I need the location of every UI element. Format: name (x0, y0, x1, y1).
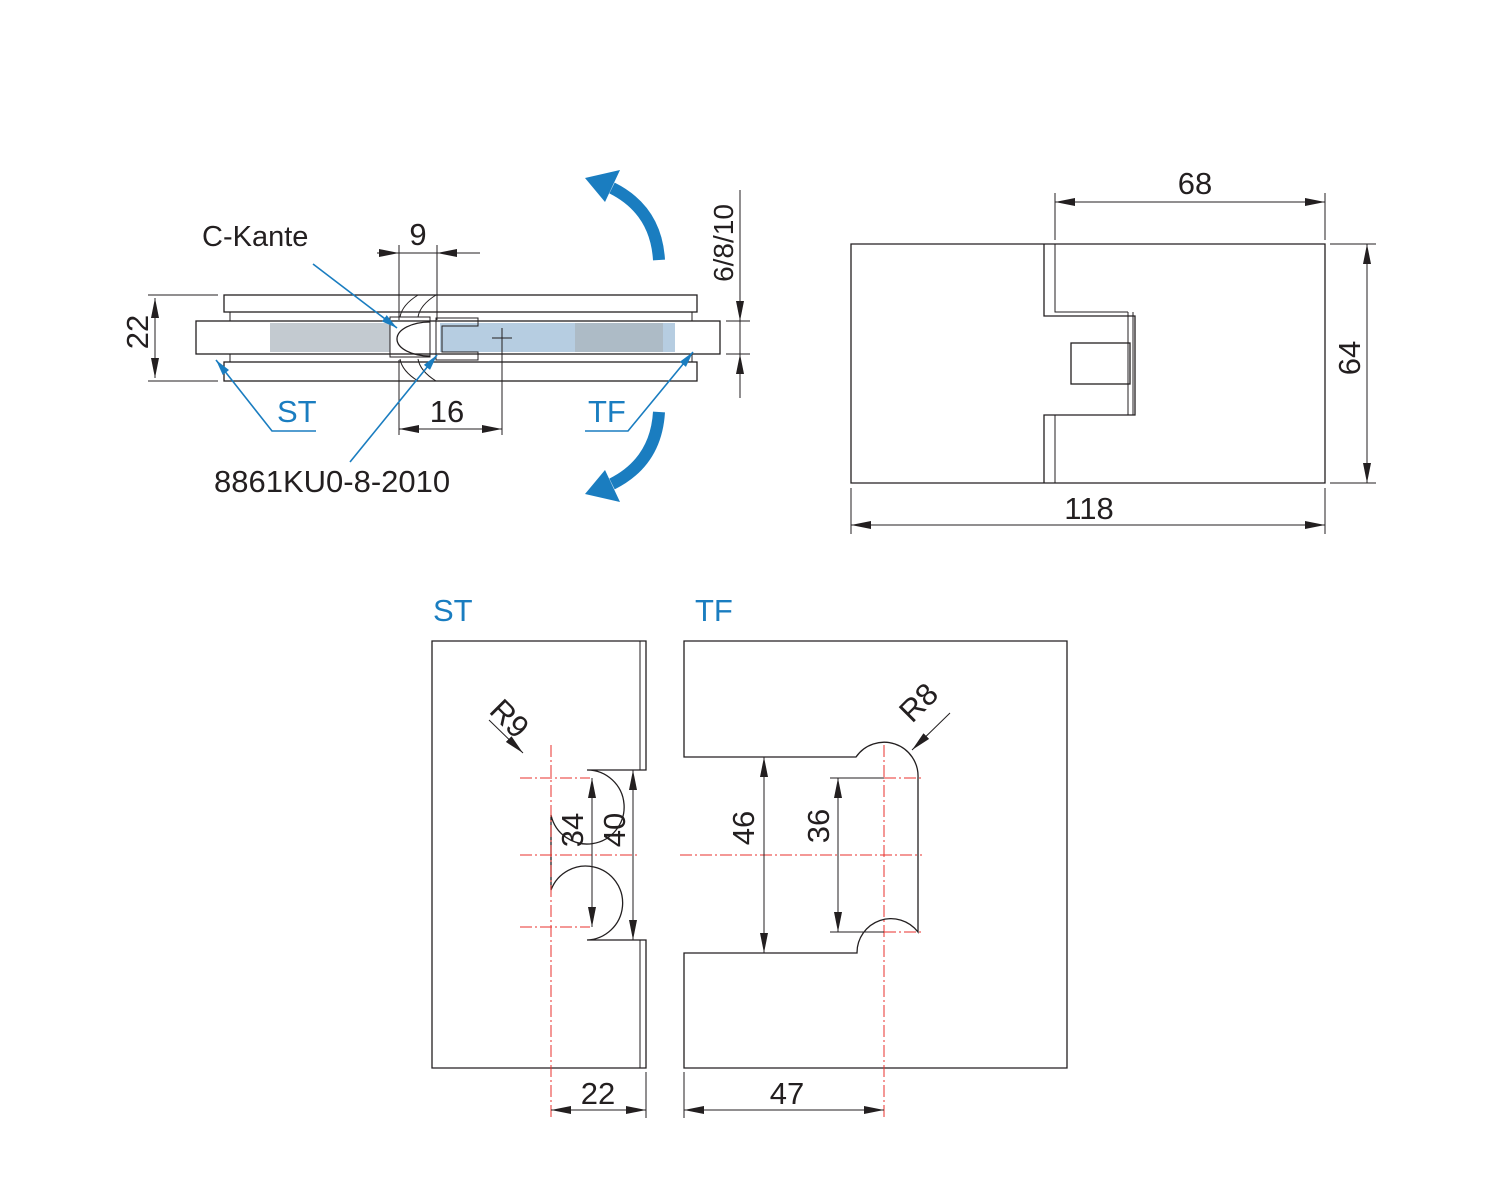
label-tf: TF (588, 394, 626, 429)
radius-r9: R9 (483, 692, 536, 745)
dim-47: 47 (770, 1076, 804, 1111)
st-plate (431, 640, 647, 1069)
dim-46: 46 (726, 811, 761, 845)
dim-22: 22 (120, 315, 155, 349)
rotate-up-arrow-icon (609, 182, 665, 261)
dim-118: 118 (1064, 491, 1113, 526)
dim-36: 36 (801, 809, 836, 843)
dim-9: 9 (409, 217, 426, 252)
tf-cutout: TF 46 36 R8 47 (680, 593, 1068, 1118)
rotate-down-arrow-icon (609, 411, 665, 490)
seal-profile (396, 321, 431, 357)
dim-40: 40 (597, 813, 632, 847)
dim-68: 68 (1178, 166, 1212, 201)
dim-glass-thickness: 6/8/10 (708, 204, 739, 282)
tf-plate (683, 640, 1068, 1069)
radius-r8: R8 (892, 676, 945, 729)
dim-64: 64 (1332, 341, 1367, 375)
part-number: 8861KU0-8-2010 (214, 464, 450, 499)
dim-22-st: 22 (581, 1076, 615, 1111)
side-view: 9 22 16 6/8/10 C-Kante 8861KU0-8-2010 ST… (120, 170, 750, 502)
glass-panel (195, 320, 721, 355)
dim-34: 34 (555, 813, 590, 847)
c-kante-label: C-Kante (202, 221, 308, 253)
label-st: ST (277, 394, 317, 429)
st-title: ST (433, 593, 473, 628)
dim-16: 16 (430, 394, 464, 429)
top-view: 68 64 118 (850, 166, 1376, 534)
tf-title: TF (695, 593, 733, 628)
st-cutout: ST 34 40 R9 22 (431, 593, 647, 1118)
